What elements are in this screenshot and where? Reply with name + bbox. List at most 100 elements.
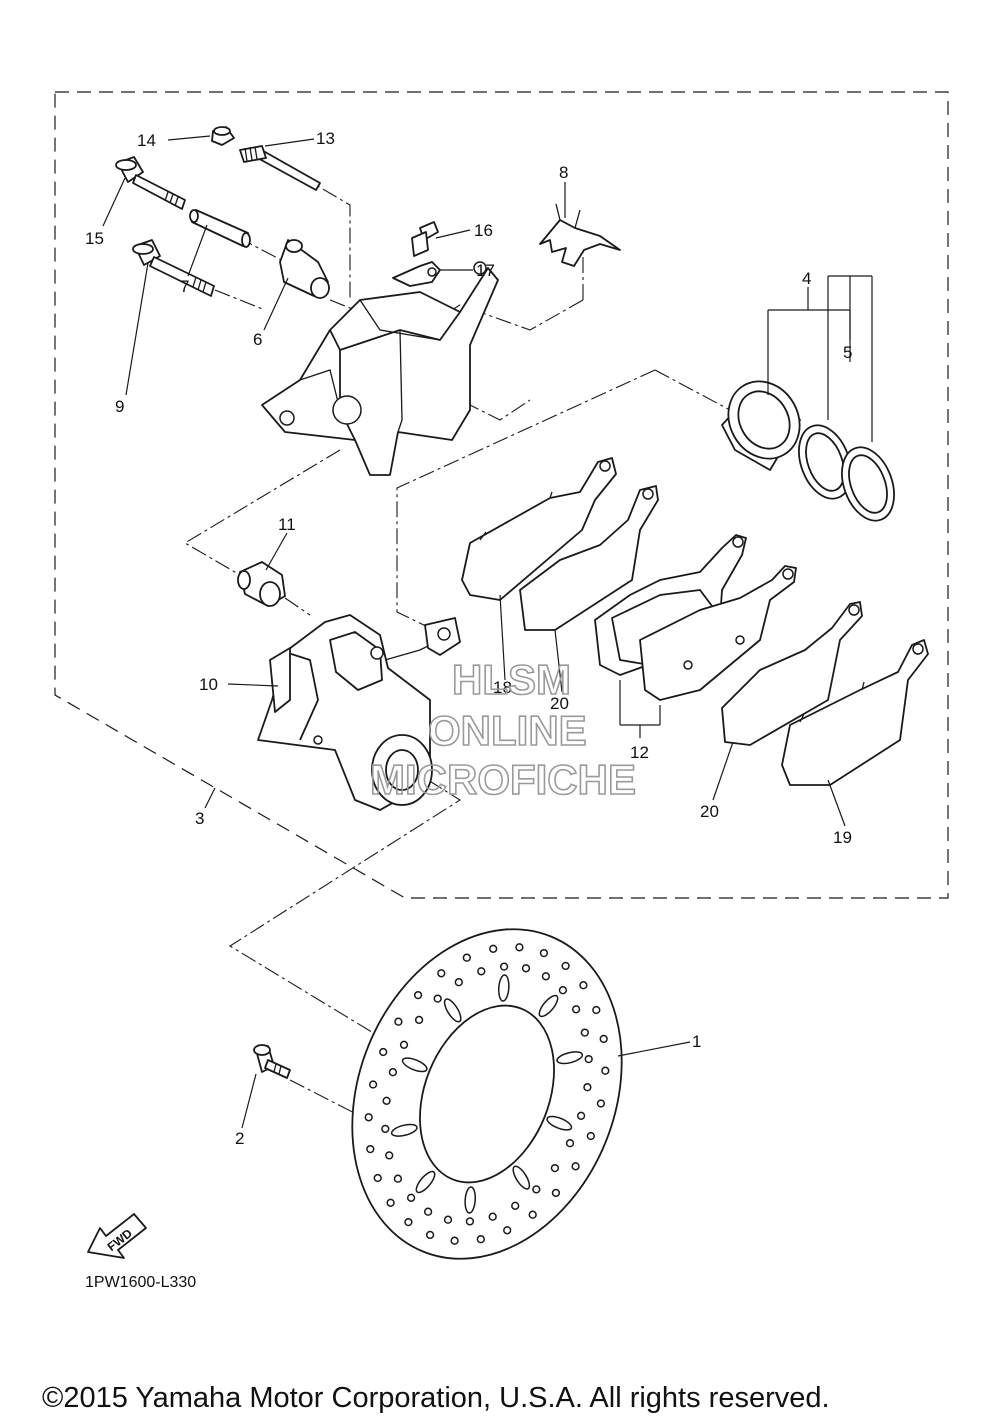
disc-hole: [489, 944, 498, 953]
callout-12: 12: [630, 743, 649, 762]
disc-slot: [538, 994, 559, 1018]
disc-hole: [532, 1185, 541, 1194]
disc-hole: [373, 1173, 382, 1183]
fwd-arrow-icon: FWD: [87, 1213, 147, 1259]
disc-hole: [404, 1217, 413, 1227]
disc-hole: [381, 1124, 390, 1134]
callout-8: 8: [559, 163, 568, 182]
part-2-bolt: [253, 1044, 291, 1079]
disc-hole: [515, 943, 524, 952]
disc-hole: [476, 1235, 485, 1244]
callout-5: 5: [843, 343, 852, 362]
disc-hole: [388, 1068, 398, 1077]
disc-hole: [592, 1005, 601, 1015]
disc-hole: [488, 1212, 497, 1221]
part-13-pin: [239, 145, 321, 191]
part-1-brake-disc: [351, 928, 623, 1260]
part-19-pad-shim: [781, 639, 929, 786]
disc-hole: [521, 964, 531, 973]
disc-hole: [399, 1040, 409, 1049]
part-5-seals: [798, 424, 895, 522]
disc-hole: [382, 1096, 391, 1105]
part-17-clip: [392, 261, 441, 287]
callout-9: 9: [115, 397, 124, 416]
disc-hole: [528, 1210, 537, 1219]
disc-slot: [390, 1123, 418, 1137]
disc-hole: [443, 1215, 453, 1224]
disc-hole: [561, 961, 570, 971]
disc-hole: [386, 1198, 395, 1207]
disc-hole: [477, 967, 486, 976]
callout-2: 2: [235, 1129, 244, 1148]
disc-hole: [454, 978, 463, 987]
callout-3: 3: [195, 809, 204, 828]
watermark-line-1: HLSM: [452, 656, 571, 703]
disc-hole: [599, 1034, 608, 1044]
disc-slot: [546, 1115, 573, 1131]
disc-hole: [425, 1230, 435, 1240]
disc-hole: [583, 1083, 592, 1092]
caliper-assembly-boundary: [54, 91, 949, 899]
callout-11: 11: [278, 515, 296, 534]
part-10-bracket: [257, 614, 461, 811]
part-20-pad-lower: [721, 601, 863, 746]
disc-hole: [579, 981, 588, 990]
diagram-code: 1PW1600-L330: [85, 1274, 196, 1291]
part-12-pad-set: [594, 534, 797, 701]
callout-20-lower: 20: [700, 802, 719, 821]
disc-hole: [576, 1111, 586, 1120]
disc-vent-holes: [364, 943, 610, 1245]
disc-hole: [368, 1080, 378, 1089]
disc-hole: [433, 994, 442, 1003]
disc-hole: [584, 1054, 593, 1064]
disc-hole: [511, 1201, 520, 1210]
disc-slot: [401, 1057, 428, 1073]
callout-17: 17: [476, 261, 495, 280]
disc-hole: [601, 1066, 610, 1075]
disc-slot: [556, 1051, 584, 1065]
callout-18: 18: [493, 678, 512, 697]
callout-6: 6: [253, 330, 262, 349]
disc-hole: [571, 1162, 580, 1171]
disc-hole: [465, 1217, 475, 1226]
part-16-bleed-screw: [411, 221, 439, 257]
disc-hole: [450, 1236, 459, 1245]
part-14-cap: [211, 126, 235, 146]
disc-hole: [596, 1099, 606, 1108]
disc-hole: [462, 953, 471, 962]
disc-hole: [565, 1139, 575, 1148]
disc-hole: [406, 1193, 416, 1202]
part-18-pad-shim: [461, 457, 617, 601]
callout-numbers: 14 13 15 7 6 9 8 16 17 4 5 11 10 18 20 1…: [85, 129, 852, 1148]
watermark-line-2: ONLINE: [428, 707, 587, 754]
disc-hole: [586, 1131, 595, 1141]
disc-slot: [512, 1165, 531, 1190]
disc-hole: [541, 972, 551, 981]
disc-hole: [423, 1207, 433, 1216]
callout-19: 19: [833, 828, 852, 847]
disc-hole: [503, 1226, 512, 1235]
disc-hole: [571, 1005, 581, 1014]
disc-hole: [437, 969, 446, 978]
disc-hole: [558, 986, 568, 995]
disc-hole: [393, 1174, 403, 1183]
disc-hole: [550, 1163, 560, 1173]
callout-7: 7: [180, 277, 189, 296]
disc-slot: [443, 998, 462, 1023]
disc-slot: [497, 974, 510, 1002]
callout-10: 10: [199, 675, 218, 694]
callout-16: 16: [474, 221, 493, 240]
callout-14: 14: [137, 131, 156, 150]
watermark-line-3: MICROFICHE: [370, 756, 636, 803]
leader-lines: [102, 135, 873, 1129]
assembly-lines: [183, 147, 731, 1121]
callout-15: 15: [85, 229, 104, 248]
disc-hole: [394, 1017, 403, 1026]
part-7-sleeve: [189, 209, 251, 248]
disc-hole: [379, 1047, 388, 1057]
part-8-pad-spring: [539, 203, 621, 267]
part-9-bolt: [132, 239, 215, 297]
caliper-body: [261, 261, 499, 476]
disc-hole: [366, 1144, 375, 1154]
